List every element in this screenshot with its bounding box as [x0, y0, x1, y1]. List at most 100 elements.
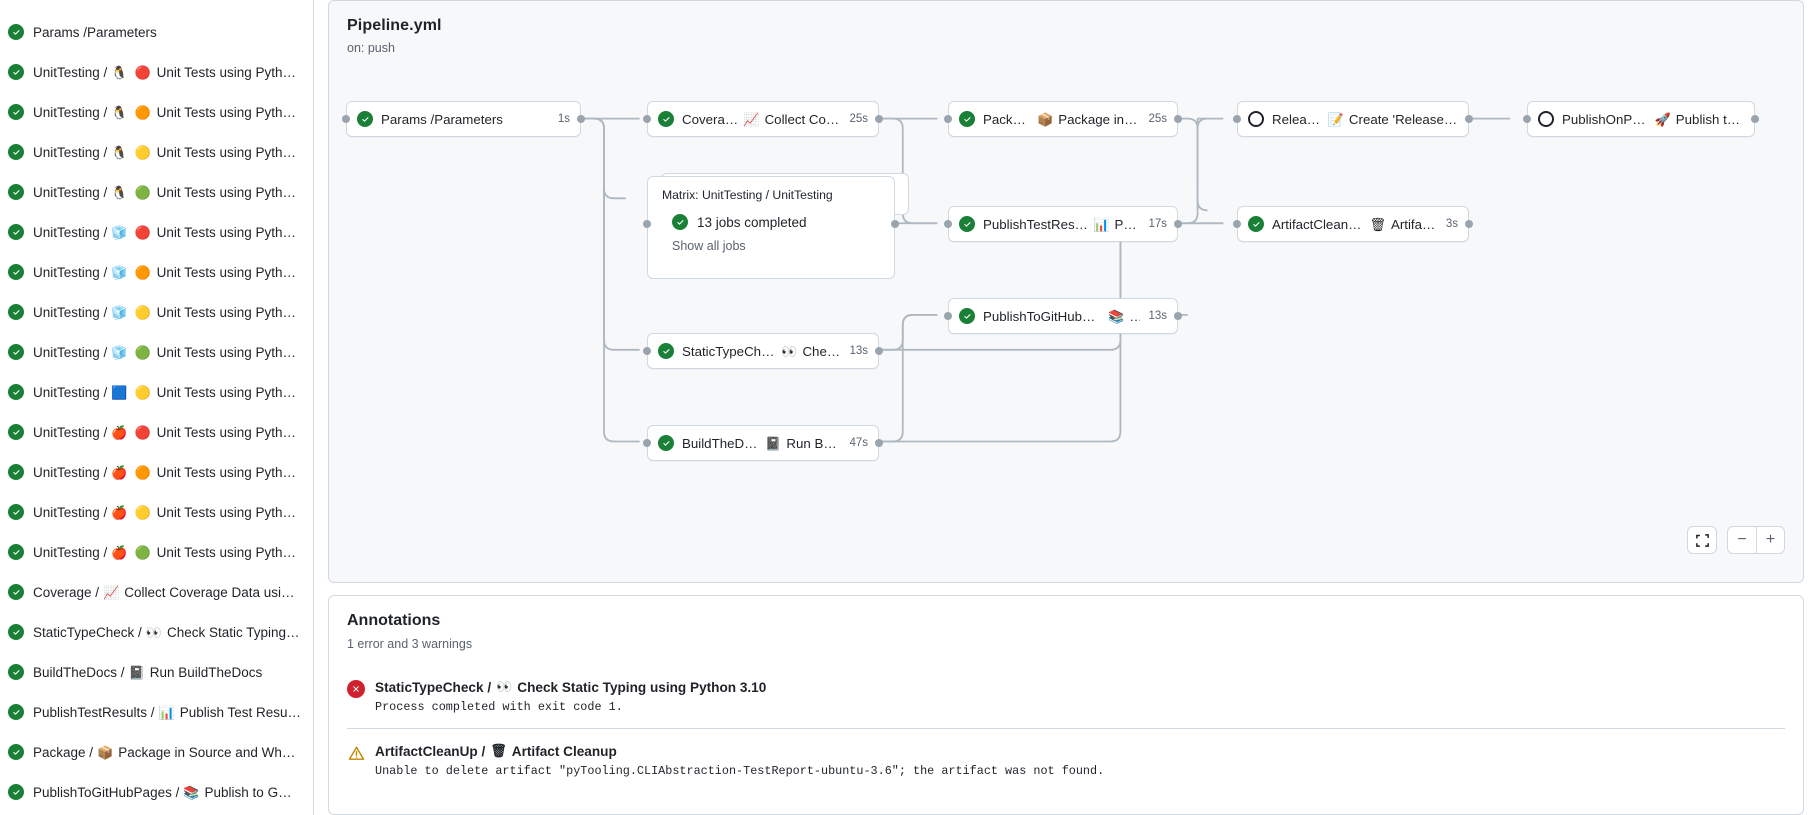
- node-port-right: [1174, 220, 1182, 228]
- success-icon: [1248, 216, 1264, 232]
- job-platform-icon: 🍎: [111, 504, 128, 520]
- annotation-step-name: Artifact Cleanup: [511, 743, 617, 759]
- job-name: Parameters: [87, 24, 157, 40]
- sidebar-job-item[interactable]: Coverage / 📈Collect Coverage Data usi…: [0, 572, 313, 612]
- node-port-left: [643, 115, 651, 123]
- success-icon: [658, 435, 674, 451]
- graph-node-coverage[interactable]: Coverage / 📈Collect Cove…25s: [647, 101, 879, 137]
- annotation-step-name: Check Static Typing using Python 3.10: [517, 679, 767, 695]
- graph-node-stc[interactable]: StaticTypeCheck / 👀Chec…13s: [647, 333, 879, 369]
- job-platform-icon: 🟦: [111, 384, 128, 400]
- job-platform-icon: 🍎: [111, 464, 128, 480]
- sidebar-job-item[interactable]: UnitTesting / 🍎🟠Unit Tests using Pyth…: [0, 452, 313, 492]
- node-duration: 25s: [849, 113, 868, 125]
- sidebar-job-item[interactable]: UnitTesting / 🍎🟡Unit Tests using Pyth…: [0, 492, 313, 532]
- sidebar-job-item[interactable]: UnitTesting / 🍎🔴Unit Tests using Pyth…: [0, 412, 313, 452]
- annotation-job-prefix: ArtifactCleanUp /: [375, 743, 486, 759]
- graph-node-release[interactable]: Release / 📝Create 'Release P…: [1237, 101, 1469, 137]
- node-step-name: Collect Cove…: [764, 111, 842, 127]
- sidebar-job-item[interactable]: UnitTesting / 🟦🟡Unit Tests using Pyth…: [0, 372, 313, 412]
- success-icon: [8, 624, 24, 640]
- sidebar-job-item[interactable]: UnitTesting / 🐧🟢Unit Tests using Pyth…: [0, 172, 313, 212]
- node-port-left: [643, 347, 651, 355]
- job-status-icon: [8, 584, 24, 600]
- sidebar-job-item[interactable]: UnitTesting / 🐧🔴Unit Tests using Pyth…: [0, 52, 313, 92]
- job-platform-icon: 👀: [145, 624, 162, 640]
- node-label: ArtifactCleanUp / 🗑Artifac…: [1272, 217, 1438, 232]
- success-icon: [8, 584, 24, 600]
- node-status-icon: [959, 308, 975, 324]
- job-status-icon: [8, 784, 24, 800]
- node-port-right: [577, 115, 585, 123]
- show-all-jobs-link[interactable]: Show all jobs: [672, 239, 746, 253]
- job-version-icon: 🔴: [134, 224, 151, 240]
- fit-screen-icon[interactable]: [1687, 526, 1717, 554]
- node-job-prefix: Coverage /: [682, 111, 739, 127]
- job-name: Unit Tests using Pyth…: [156, 184, 296, 200]
- job-status-icon: [8, 224, 24, 240]
- job-platform-icon: 🍎: [111, 544, 128, 560]
- job-status-icon: [8, 424, 24, 440]
- success-icon: [8, 24, 24, 40]
- warning-icon: [347, 744, 365, 762]
- graph-node-package[interactable]: Package / 📦Package in So…25s: [948, 101, 1178, 137]
- annotation-body: StaticTypeCheck / 👀Check Static Typing u…: [375, 679, 766, 714]
- job-name: Collect Coverage Data usi…: [124, 584, 295, 600]
- sidebar-job-item[interactable]: UnitTesting / 🍎🟢Unit Tests using Pyth…: [0, 532, 313, 572]
- annotation-item[interactable]: StaticTypeCheck / 👀Check Static Typing u…: [347, 669, 1785, 728]
- node-port-left: [944, 220, 952, 228]
- job-platform-icon: 📚: [183, 784, 200, 800]
- graph-node-ptghp[interactable]: PublishToGitHubPages /📚…13s: [948, 298, 1178, 334]
- sidebar-job-item[interactable]: Params / Parameters: [0, 12, 313, 52]
- graph-node-btd[interactable]: BuildTheDocs / 📓Run Buil…47s: [647, 425, 879, 461]
- job-name: Publish Test Resu…: [179, 704, 302, 720]
- annotation-severity-icon: [347, 680, 365, 714]
- job-prefix: UnitTesting /: [33, 144, 108, 160]
- sidebar-job-item[interactable]: UnitTesting / 🐧🟠Unit Tests using Pyth…: [0, 92, 313, 132]
- graph-node-pypi[interactable]: PublishOnPyPI / 🚀Publish to …: [1527, 101, 1755, 137]
- node-step-name: Publish to …: [1675, 111, 1744, 127]
- job-label: StaticTypeCheck / 👀Check Static Typing…: [33, 625, 300, 640]
- job-name: Unit Tests using Pyth…: [156, 344, 296, 360]
- job-name: Unit Tests using Pyth…: [156, 104, 296, 120]
- job-status-icon: [8, 504, 24, 520]
- job-version-icon: 🔴: [134, 64, 151, 80]
- annotation-message: Unable to delete artifact "pyTooling.CLI…: [375, 764, 1105, 778]
- sidebar-job-item[interactable]: PublishToGitHubPages / 📚Publish to G…: [0, 772, 313, 812]
- success-icon: [959, 111, 975, 127]
- sidebar-job-item[interactable]: UnitTesting / 🧊🟠Unit Tests using Pyth…: [0, 252, 313, 292]
- sidebar-job-item[interactable]: UnitTesting / 🐧🟡Unit Tests using Pyth…: [0, 132, 313, 172]
- job-label: UnitTesting / 🟦🟡Unit Tests using Pyth…: [33, 385, 296, 400]
- job-status-icon: [8, 544, 24, 560]
- graph-edges: [582, 117, 1511, 443]
- graph-node-ptr[interactable]: PublishTestResults / 📊Pu…17s: [948, 206, 1178, 242]
- sidebar-job-item[interactable]: PublishTestResults / 📊Publish Test Resu…: [0, 692, 313, 732]
- pending-icon: [1538, 111, 1554, 127]
- job-platform-icon: 🐧: [111, 184, 128, 200]
- zoom-out-button[interactable]: −: [1737, 531, 1747, 548]
- job-platform-icon: 📊: [158, 704, 175, 720]
- graph-canvas[interactable]: Matrix: UnitTesting / UnitTesting 13 job…: [329, 1, 1803, 582]
- sidebar-job-item[interactable]: StaticTypeCheck / 👀Check Static Typing…: [0, 612, 313, 652]
- sidebar-job-item[interactable]: BuildTheDocs / 📓Run BuildTheDocs: [0, 652, 313, 692]
- node-port-left: [1233, 115, 1241, 123]
- job-platform-icon: 🐧: [111, 144, 128, 160]
- job-version-icon: 🔴: [134, 424, 151, 440]
- job-prefix: UnitTesting /: [33, 344, 108, 360]
- sidebar-job-item[interactable]: UnitTesting / 🧊🟡Unit Tests using Pyth…: [0, 292, 313, 332]
- sidebar-job-item[interactable]: UnitTesting / 🧊🔴Unit Tests using Pyth…: [0, 212, 313, 252]
- success-icon: [8, 504, 24, 520]
- graph-node-acu[interactable]: ArtifactCleanUp / 🗑Artifac…3s: [1237, 206, 1469, 242]
- zoom-in-button[interactable]: +: [1756, 527, 1784, 553]
- sidebar-job-item[interactable]: UnitTesting / 🧊🟢Unit Tests using Pyth…: [0, 332, 313, 372]
- job-status-icon: [8, 264, 24, 280]
- node-port-left: [1523, 115, 1531, 123]
- sidebar-job-item[interactable]: Package / 📦Package in Source and Wh…: [0, 732, 313, 772]
- success-icon: [8, 464, 24, 480]
- annotations-title: Annotations: [347, 612, 441, 629]
- job-name: Unit Tests using Pyth…: [156, 64, 296, 80]
- matrix-group-unittesting[interactable]: Matrix: UnitTesting / UnitTesting 13 job…: [647, 176, 895, 279]
